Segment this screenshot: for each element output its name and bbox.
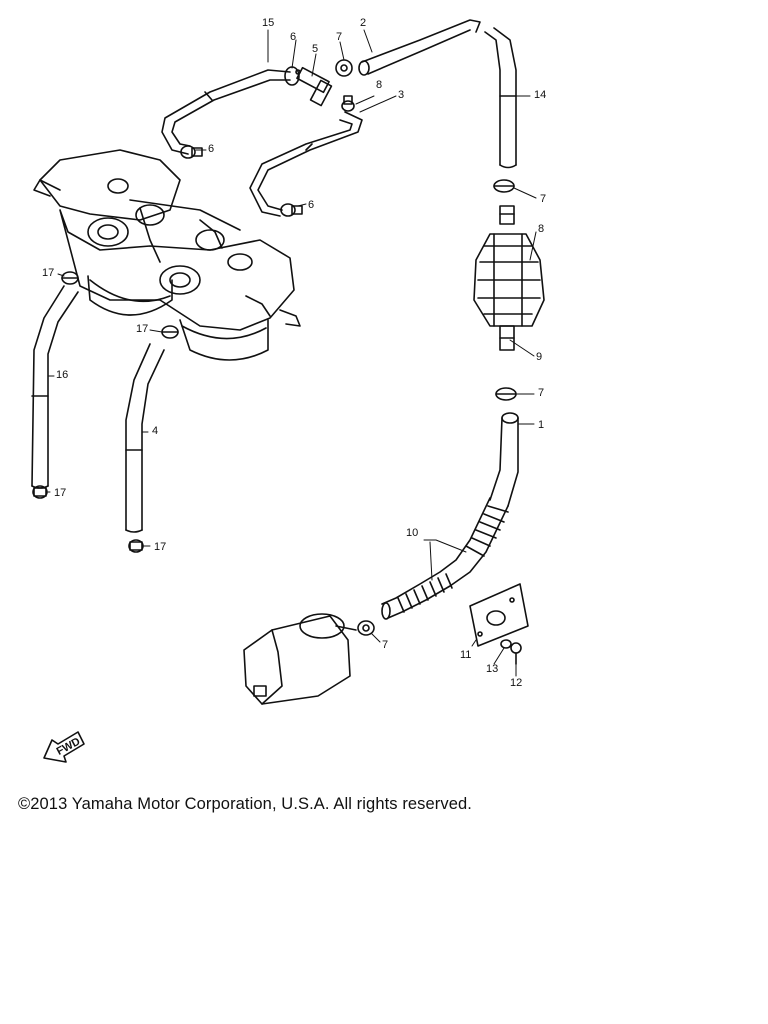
clamp-6-left	[180, 145, 203, 159]
callout-13: 13	[486, 663, 498, 675]
clamp-7-top	[335, 59, 353, 77]
callout-6-right: 6	[308, 199, 314, 211]
hose-4	[125, 343, 165, 533]
callout-6-top: 6	[290, 31, 296, 43]
callout-labels: 15 2 6 5 7 8 3 14 6 6 7 8 17 17 9 16 7 1…	[42, 17, 546, 758]
hose-14	[484, 27, 517, 169]
washer-13	[500, 639, 512, 649]
callout-7-top: 7	[336, 31, 342, 43]
clamp-6-right	[280, 203, 303, 217]
callout-9: 9	[536, 351, 542, 363]
hose-15	[161, 69, 291, 155]
joint-5	[296, 66, 333, 107]
callout-8-top: 8	[376, 79, 382, 91]
clamp-7-lower	[357, 620, 375, 636]
bolt-12	[510, 642, 522, 665]
callout-8: 8	[538, 223, 544, 235]
callout-2: 2	[360, 17, 366, 29]
hose-10	[381, 497, 509, 620]
clamp-7-upper-right	[493, 179, 515, 193]
leader-lines	[47, 29, 537, 677]
callout-1: 1	[538, 419, 544, 431]
callout-17-lower-mid: 17	[154, 541, 166, 553]
copyright-notice: ©2013 Yamaha Motor Corporation, U.S.A. A…	[18, 795, 472, 813]
clamp-17-lower-mid	[128, 539, 144, 553]
hose-2	[358, 19, 481, 76]
clamp-17-upper-left	[61, 271, 79, 285]
primer-pump-8	[473, 205, 545, 351]
callout-11: 11	[460, 649, 471, 661]
callout-17-lower-left: 17	[54, 487, 66, 499]
clamp-17-lower-left	[32, 485, 48, 499]
callout-7-upper-right: 7	[540, 193, 546, 205]
callout-14: 14	[534, 89, 546, 101]
callout-16: 16	[56, 369, 68, 381]
callout-12: 12	[510, 677, 522, 689]
callout-7-middle: 7	[538, 387, 544, 399]
carburetor-assembly	[33, 149, 301, 361]
callout-7-lower: 7	[382, 639, 388, 651]
hose-3	[249, 111, 363, 217]
callout-6-left: 6	[208, 143, 214, 155]
fuel-filter	[243, 613, 357, 705]
hose-16	[31, 285, 79, 489]
callout-10: 10	[406, 527, 418, 539]
fwd-arrow-icon	[43, 731, 85, 763]
callout-17-upper-mid: 17	[136, 323, 148, 335]
clamp-17-upper-mid	[161, 325, 179, 339]
callout-5: 5	[312, 43, 318, 55]
callout-3: 3	[398, 89, 404, 101]
callout-4: 4	[152, 425, 158, 437]
bracket-11	[469, 583, 529, 647]
clamp-7-middle	[495, 387, 517, 401]
clamp-8-top	[341, 95, 355, 112]
hose-1	[489, 412, 519, 507]
callout-17-upper-left: 17	[42, 267, 54, 279]
callout-15: 15	[262, 17, 274, 29]
fwd-label: FWD	[55, 736, 83, 758]
